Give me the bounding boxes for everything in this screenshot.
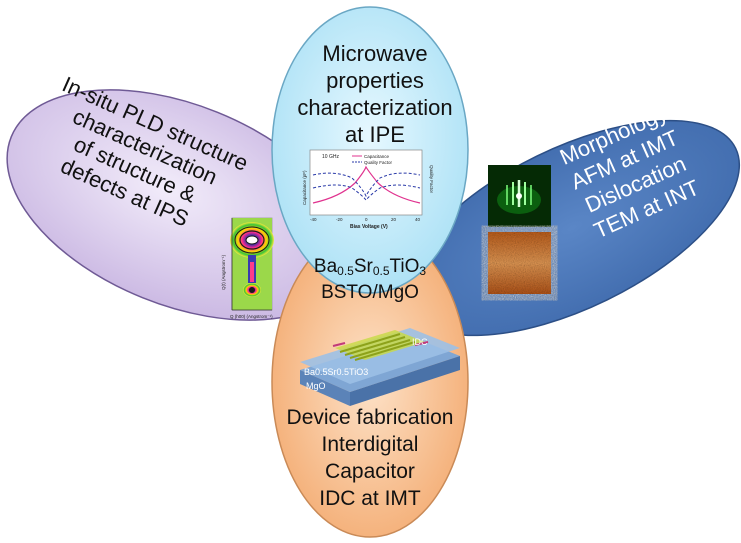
- legend-capacitance: Capacitance: [364, 154, 390, 159]
- top-petal-line: characterization: [297, 95, 453, 120]
- rheed-image: [488, 165, 551, 227]
- capacitance-chart: 10 GHz Capacitance Quality Factor Capaci…: [302, 149, 434, 230]
- quality-factor-curve-upper: [312, 172, 421, 198]
- top-petal-label: Microwave properties characterization at…: [285, 40, 465, 148]
- tem-image: [488, 232, 551, 294]
- center-formula: Ba0.5Sr0.5TiO3: [313, 256, 427, 278]
- device-label-idc: IDC: [412, 337, 428, 347]
- center-material: BSTO/MgO: [321, 282, 419, 303]
- center-label: Ba0.5Sr0.5TiO3 BSTO/MgO: [300, 256, 440, 304]
- bottom-petal-line: Device fabrication: [286, 406, 454, 429]
- rsm-ylabel: Q(t) (Angstrom⁻¹): [221, 254, 226, 290]
- chart-xtick: 40: [415, 217, 421, 222]
- chart-xtick: 0: [365, 217, 368, 222]
- bottom-petal-line: IDC at IMT: [319, 487, 421, 510]
- capacitance-curve: [312, 165, 421, 204]
- chart-xtick: -20: [336, 217, 343, 222]
- top-petal-line: at IPE: [345, 122, 405, 147]
- device-label-film: Ba0.5Sr0.5TiO3: [304, 367, 368, 377]
- device-label-substrate: MgO: [306, 381, 326, 391]
- chart-xlabel: Bias Voltage (V): [350, 224, 388, 230]
- rsm-xlabel: Q (h00) (Angstrom⁻¹): [230, 314, 273, 319]
- bottom-petal-label: Device fabrication Interdigital Capacito…: [275, 404, 465, 512]
- rsm-map-image: Q(t) (Angstrom⁻¹) Q (h00) (Angstrom⁻¹): [221, 217, 274, 319]
- chart-xtick: 20: [391, 217, 397, 222]
- chart-freq-label: 10 GHz: [322, 154, 339, 160]
- idc-device-image: IDC Ba0.5Sr0.5TiO3 MgO: [300, 328, 460, 406]
- chart-xtick: -40: [310, 217, 317, 222]
- top-petal-line: Microwave: [322, 41, 428, 66]
- legend-quality-factor: Quality Factor: [364, 160, 393, 165]
- bottom-petal-line: Interdigital: [321, 433, 419, 456]
- chart-ylabel-right: Quality Factor: [429, 165, 434, 194]
- bottom-petal-line: Capacitor: [325, 460, 415, 483]
- quality-factor-curve-lower: [312, 184, 421, 201]
- chart-ylabel-left: Capacitance (pF): [302, 170, 307, 205]
- top-petal-line: properties: [326, 68, 424, 93]
